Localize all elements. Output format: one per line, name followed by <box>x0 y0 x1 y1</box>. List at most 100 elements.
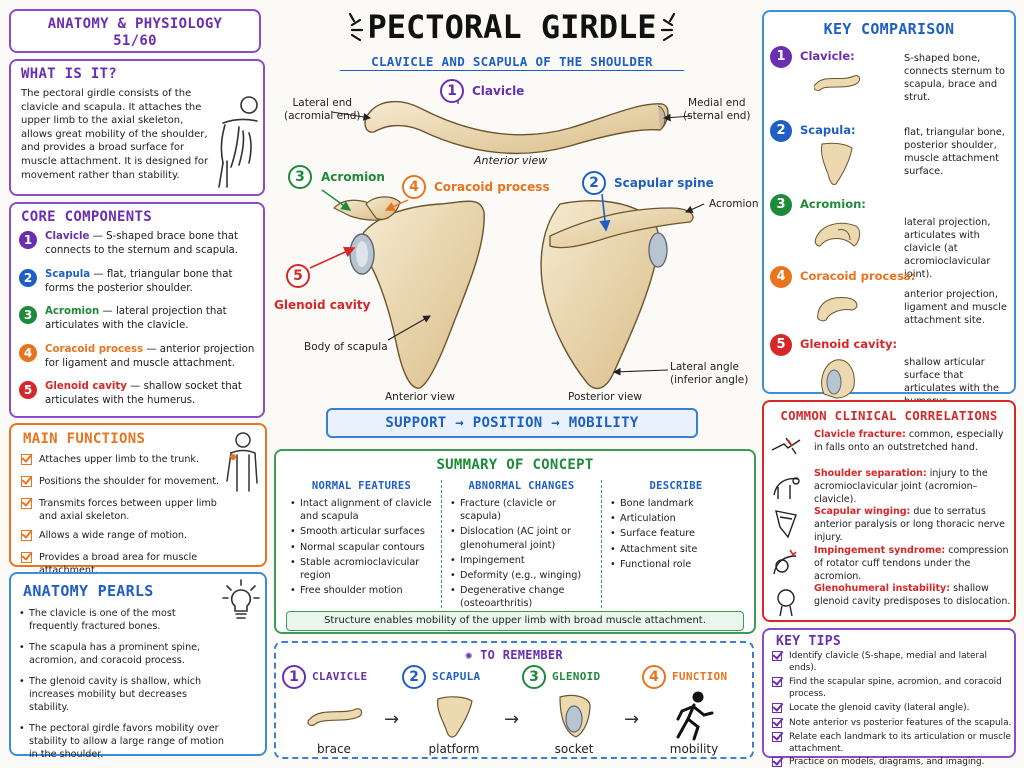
summary-columns: NORMAL FEATURESIntact alignment of clavi… <box>282 480 750 609</box>
core-item-desc: — flat, triangular bone that forms the p… <box>45 268 233 294</box>
remember-caption: brace <box>317 742 351 756</box>
comparison-name: Clavicle: <box>800 49 855 63</box>
clinical-desc: due to serratus anterior paralysis or lo… <box>814 506 1005 543</box>
clinical-icon <box>770 430 806 464</box>
coracoid-number: 4 <box>402 175 426 199</box>
remember-number: 4 <box>642 665 666 689</box>
lateral-end-label: Lateral end (acromial end) <box>284 97 361 122</box>
function-text: Allows a wide range of motion. <box>39 530 188 541</box>
header-box: ANATOMY & PHYSIOLOGY 51/60 <box>9 9 261 53</box>
clinical-item: Glenohumeral instability: shallow glenoi… <box>770 582 1012 621</box>
comparison-title: KEY COMPARISON <box>823 20 955 38</box>
core-item-desc: — anterior projection for ligament and m… <box>45 343 255 369</box>
summary-panel: SUMMARY OF CONCEPT NORMAL FEATURESIntact… <box>274 449 756 634</box>
checkbox-icon <box>772 717 782 728</box>
summary-column-list: Bone landmarkArticulationSurface feature… <box>602 497 750 571</box>
summary-column: NORMAL FEATURESIntact alignment of clavi… <box>282 480 442 608</box>
tip-text: Practice on models, diagrams, and imagin… <box>789 757 985 767</box>
what-text: The pectoral girdle consists of the clav… <box>21 88 209 181</box>
pearl-item: The glenoid cavity is shallow, which inc… <box>17 675 227 714</box>
core-item-name: Clavicle <box>45 231 90 242</box>
checkbox-icon <box>21 530 32 541</box>
checkbox-icon <box>21 454 32 465</box>
summary-column-title: DESCRIBE <box>649 480 703 492</box>
summary-column-title: ABNORMAL CHANGES <box>468 480 575 492</box>
summary-item: Stable acromioclavicular region <box>288 556 437 582</box>
clinical-list: Clavicle fracture: common, especially in… <box>770 428 1012 621</box>
checkbox-icon <box>772 677 782 687</box>
title-sparks-left-icon <box>348 12 364 42</box>
comparison-number-badge: 5 <box>770 334 792 356</box>
what-is-it-panel: WHAT IS IT? The pectoral girdle consists… <box>9 59 265 196</box>
comparison-desc: lateral projection, articulates with cla… <box>904 217 991 280</box>
core-item-text: Acromion — lateral projection that artic… <box>45 305 263 334</box>
pearl-item: The pectoral girdle favors mobility over… <box>17 722 227 761</box>
tip-item: Practice on models, diagrams, and imagin… <box>772 757 1012 768</box>
summary-item: Articulation <box>608 512 746 525</box>
tips-title: KEY TIPS <box>776 634 842 649</box>
remember-number: 3 <box>522 665 546 689</box>
comparison-bone-icon <box>813 66 864 114</box>
comparison-number-badge: 2 <box>770 120 792 142</box>
comparison-bone-icon <box>814 286 864 334</box>
comparison-name: Scapula: <box>800 123 856 137</box>
core-item-desc: — lateral projection that articulates wi… <box>45 306 227 332</box>
clinical-text: Clavicle fracture: common, especially in… <box>814 428 1012 454</box>
clinical-icon <box>770 584 806 618</box>
clinical-name: Shoulder separation: <box>814 467 927 479</box>
clinical-title: COMMON CLINICAL CORRELATIONS <box>780 408 998 423</box>
checkbox-icon <box>772 651 782 661</box>
pearl-text: The pectoral girdle favors mobility over… <box>29 723 224 760</box>
spine-label: Scapular spine <box>614 176 714 190</box>
clinical-icon <box>770 469 806 503</box>
clinical-item: Clavicle fracture: common, especially in… <box>770 428 1012 467</box>
remember-caption: mobility <box>669 742 719 756</box>
remember-icon <box>544 689 604 741</box>
function-text: Provides a broad area for muscle attachm… <box>39 552 198 576</box>
anatomy-pearls-panel: ANATOMY PEARLS The clavicle is one of th… <box>9 572 267 760</box>
coracoid-label: Coracoid process <box>434 180 550 194</box>
checkbox-icon <box>21 498 32 509</box>
page-title: PECTORAL GIRDLE <box>367 8 657 46</box>
title-sparks-right-icon <box>660 12 676 42</box>
clinical-item: Shoulder separation: injury to the acrom… <box>770 467 1012 506</box>
comparison-bone-icon <box>814 354 864 402</box>
lightbulb-icon <box>222 579 260 619</box>
summary-item: Deformity (e.g., winging) <box>448 569 597 582</box>
clinical-text: Glenohumeral instability: shallow glenoi… <box>814 582 1012 608</box>
summary-item: Impingement <box>448 554 597 567</box>
tip-item: Identify clavicle (S-shape, medial and l… <box>772 651 1012 674</box>
function-text: Transmits forces between upper limb and … <box>39 498 217 522</box>
main-title: PECTORAL GIRDLE <box>336 4 688 50</box>
functions-list: Attaches upper limb to the trunk.Positio… <box>21 453 221 586</box>
tip-item: Locate the glenoid cavity (lateral angle… <box>772 703 1012 715</box>
body-shoulder-icon <box>226 432 258 492</box>
comparison-desc: S-shaped bone, connects sternum to scapu… <box>904 53 1006 103</box>
core-item-name: Coracoid process <box>45 343 144 355</box>
remember-caption: platform <box>428 742 480 756</box>
clinical-name: Glenohumeral instability: <box>814 583 951 594</box>
anterior-view-clavicle: Anterior view <box>474 154 548 167</box>
tip-text: Locate the glenoid cavity (lateral angle… <box>789 703 970 713</box>
scapula-anterior-bone <box>360 200 485 389</box>
clinical-icon <box>770 546 806 580</box>
pearl-text: The scapula has a prominent spine, acrom… <box>29 642 201 666</box>
spine-number: 2 <box>582 171 606 195</box>
clinical-icon <box>770 507 806 541</box>
summary-item: Attachment site <box>608 543 746 556</box>
main-functions-panel: MAIN FUNCTIONS Attaches upper limb to th… <box>9 423 267 576</box>
anterior-view-scapula: Anterior view <box>385 391 455 403</box>
tip-item: Relate each landmark to its articulation… <box>772 732 1012 755</box>
body-of-scapula-label: Body of scapula <box>304 341 388 353</box>
tip-item: Find the scapular spine, acromion, and c… <box>772 677 1012 700</box>
lateral-angle-label: Lateral angle (inferior angle) <box>670 361 749 386</box>
summary-item: Intact alignment of clavicle and scapula <box>288 497 437 523</box>
function-item: Allows a wide range of motion. <box>21 529 221 542</box>
